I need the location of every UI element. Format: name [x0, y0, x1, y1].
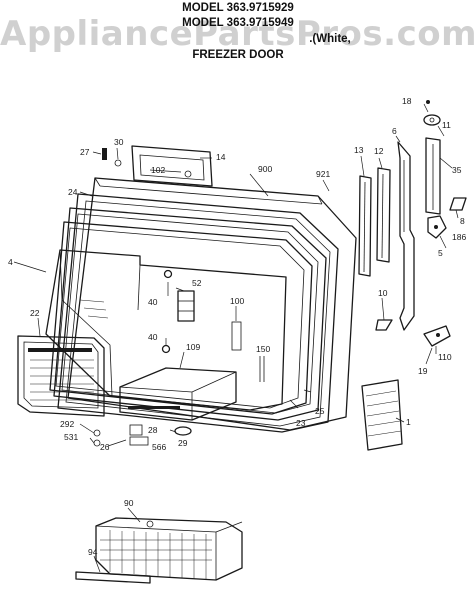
clip-100 — [231, 306, 242, 351]
label-8: 8 — [460, 216, 465, 226]
clip-150 — [259, 356, 265, 382]
trim-6 — [397, 141, 415, 331]
label-921: 921 — [316, 169, 330, 179]
trim-13 — [358, 175, 372, 277]
bumper-29 — [174, 426, 192, 436]
screw-27 — [92, 148, 107, 160]
inner-liner-4 — [45, 249, 287, 411]
label-27: 27 — [80, 147, 90, 157]
label-150: 150 — [256, 344, 270, 354]
fastener-40-bottom — [161, 344, 171, 354]
leader-lines — [13, 103, 459, 573]
label-109: 109 — [186, 342, 200, 352]
model-color-note: .(White, — [309, 33, 351, 45]
label-14: 14 — [216, 152, 226, 162]
label-35: 35 — [452, 165, 462, 175]
model-title-1: MODEL 363.9715929 — [182, 2, 294, 14]
tray-109 — [119, 367, 237, 421]
hinge-28 — [129, 424, 149, 446]
label-29: 29 — [178, 438, 188, 448]
plug-30 — [114, 147, 122, 167]
label-23: 23 — [296, 418, 306, 428]
hinge-110 — [423, 325, 451, 347]
label-1: 1 — [406, 417, 411, 427]
watermark-text: AppliancePartsPros.com — [0, 14, 476, 54]
label-40-top: 40 — [148, 297, 158, 307]
clip-8 — [449, 197, 467, 211]
door-frame-25 — [53, 207, 327, 421]
label-94: 94 — [88, 547, 98, 557]
label-5: 5 — [438, 248, 443, 258]
door-gasket-24 — [57, 193, 339, 433]
insulation-panel-1 — [361, 379, 403, 451]
label-40-bottom: 40 — [148, 332, 158, 342]
label-11: 11 — [442, 120, 451, 130]
model-title-2: MODEL 363.9715949 — [182, 17, 294, 29]
handle-14 — [131, 145, 213, 187]
label-100: 100 — [230, 296, 244, 306]
door-shelf-22 — [17, 335, 105, 417]
label-22: 22 — [30, 308, 40, 318]
label-25: 25 — [315, 406, 325, 416]
label-90: 90 — [124, 498, 134, 508]
label-52: 52 — [192, 278, 202, 288]
label-26: 26 — [100, 442, 110, 452]
label-4: 4 — [8, 257, 13, 267]
label-24: 24 — [68, 187, 78, 197]
label-6: 6 — [392, 126, 397, 136]
hinge-pin-10 — [375, 319, 393, 331]
basket-90 — [95, 517, 243, 581]
label-30: 30 — [114, 137, 124, 147]
label-900: 900 — [258, 164, 272, 174]
label-19: 19 — [418, 366, 428, 376]
fastener-40-top — [163, 269, 173, 279]
trim-12 — [376, 167, 391, 263]
label-292: 292 — [60, 419, 74, 429]
hinge-cap-11 — [423, 114, 441, 126]
label-10: 10 — [378, 288, 388, 298]
bracket-52 — [177, 290, 195, 322]
door-outer-panel — [67, 177, 357, 431]
label-28: 28 — [148, 425, 158, 435]
label-18-top: 18 — [402, 96, 412, 106]
trim-35 — [425, 137, 441, 215]
hinge-5 — [427, 215, 447, 239]
label-13: 13 — [354, 145, 364, 155]
part-labels: 27 30 14 102 900 921 24 4 52 40 100 40 1… — [8, 96, 466, 557]
label-531: 531 — [64, 432, 78, 442]
label-102: 102 — [151, 165, 165, 175]
label-110: 110 — [438, 352, 452, 362]
label-186: 186 — [452, 232, 466, 242]
section-title: FREEZER DOOR — [192, 49, 284, 61]
label-12: 12 — [374, 146, 384, 156]
label-566: 566 — [152, 442, 166, 452]
door-liner-23 — [49, 221, 313, 415]
screw-18-top — [426, 100, 430, 104]
rail-94 — [75, 571, 151, 584]
